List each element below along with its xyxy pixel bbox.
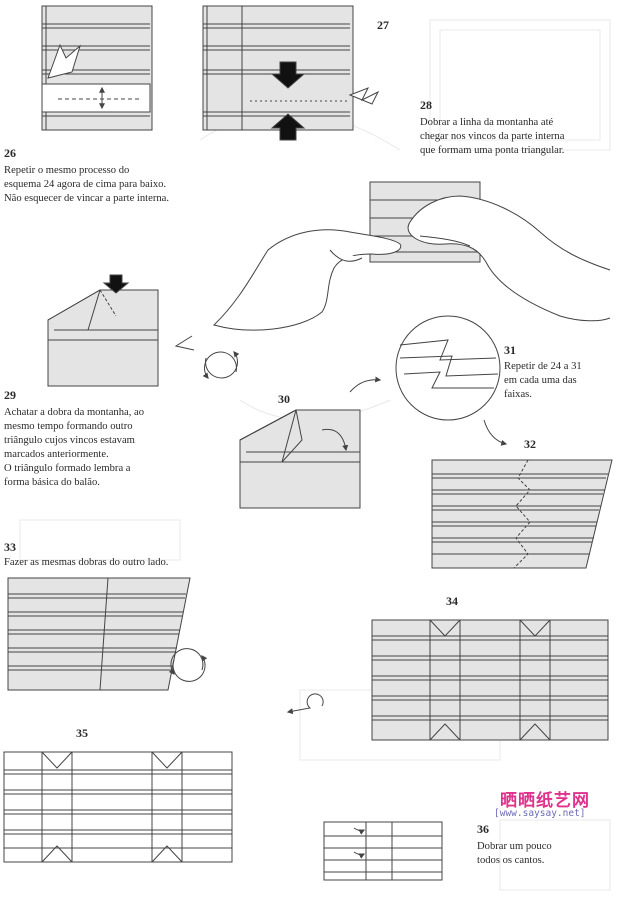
turn-over-arrow	[288, 694, 323, 712]
figure-34-diagram	[372, 620, 608, 740]
figure-27-diagram	[203, 6, 378, 140]
step-27-number: 27	[377, 18, 389, 33]
step-36-caption: Dobrar um pouco todos os cantos.	[477, 840, 552, 868]
caption-line: Repetir de 24 a 31	[504, 360, 582, 374]
step-35-number: 35	[76, 726, 88, 741]
caption-line: faixas.	[504, 388, 582, 402]
caption-line: Fazer as mesmas dobras do outro lado.	[4, 556, 168, 570]
figure-31-diagram	[396, 316, 506, 444]
step-30-number: 30	[278, 392, 290, 407]
step-32-number: 32	[524, 437, 536, 452]
caption-line: em cada uma das	[504, 374, 582, 388]
caption-line: Não esquecer de vincar a parte interna.	[4, 192, 169, 206]
figure-35-diagram	[4, 752, 232, 862]
step-28-caption: Dobrar a linha da montanha até chegar no…	[420, 116, 564, 158]
caption-line: Repetir o mesmo processo do	[4, 164, 169, 178]
figure-36-diagram	[324, 822, 442, 880]
figure-30-diagram	[240, 380, 380, 508]
step-26-caption: Repetir o mesmo processo do esquema 24 a…	[4, 164, 169, 206]
step-29-caption: Achatar a dobra da montanha, ao mesmo te…	[4, 406, 144, 490]
step-33-number: 33	[4, 540, 16, 555]
caption-line: Achatar a dobra da montanha, ao	[4, 406, 144, 420]
figure-33-diagram	[8, 578, 205, 690]
caption-line: marcados anteriormente.	[4, 448, 144, 462]
caption-line: mesmo tempo formando outro	[4, 420, 144, 434]
caption-line: chegar nos vincos da parte interna	[420, 130, 564, 144]
caption-line: todos os cantos.	[477, 854, 552, 868]
caption-line: Dobrar a linha da montanha até	[420, 116, 564, 130]
caption-line: que formam uma ponta triangular.	[420, 144, 564, 158]
figure-29-diagram	[48, 275, 158, 386]
site-watermark-url: [www.saysay.net]	[494, 808, 586, 819]
step-28-number: 28	[420, 98, 432, 113]
step-33-caption: Fazer as mesmas dobras do outro lado.	[4, 556, 168, 570]
step-29-number: 29	[4, 388, 16, 403]
step-34-number: 34	[446, 594, 458, 609]
caption-line: esquema 24 agora de cima para baixo.	[4, 178, 169, 192]
step-31-caption: Repetir de 24 a 31 em cada uma das faixa…	[504, 360, 582, 402]
figure-28-diagram	[176, 182, 610, 378]
step-36-number: 36	[477, 822, 489, 837]
figure-32-diagram	[432, 460, 612, 568]
caption-line: O triângulo formado lembra a	[4, 462, 144, 476]
caption-line: Dobrar um pouco	[477, 840, 552, 854]
caption-line: forma básica do balão.	[4, 476, 144, 490]
step-26-number: 26	[4, 146, 16, 161]
step-31-number: 31	[504, 343, 516, 358]
caption-line: triângulo cujos vincos estavam	[4, 434, 144, 448]
figure-26-diagram	[42, 6, 152, 130]
